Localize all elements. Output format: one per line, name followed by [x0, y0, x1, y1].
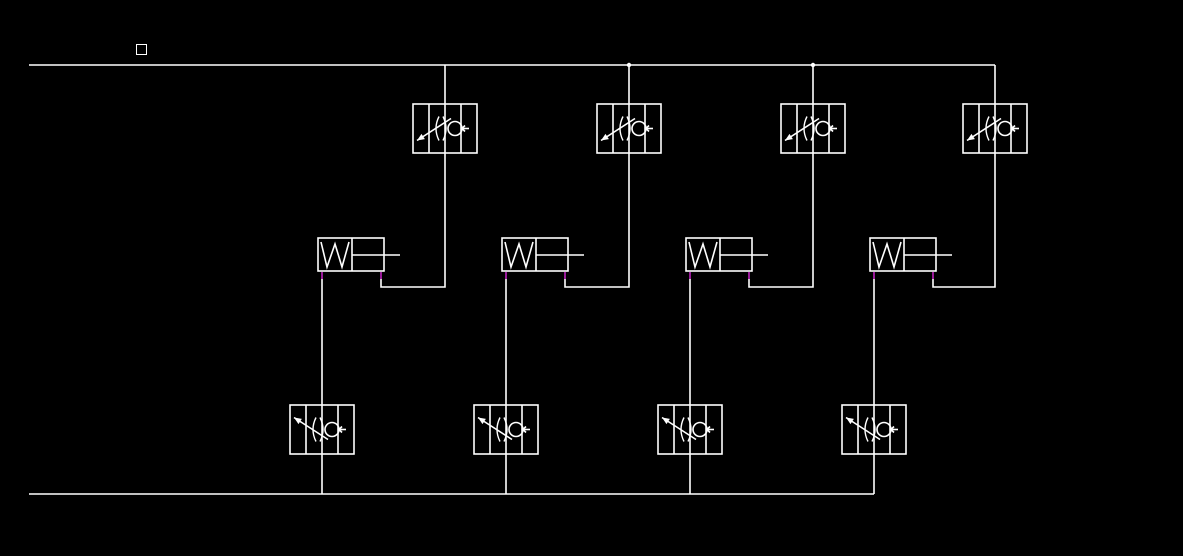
- one-way-flow-control-valve-icon[interactable]: [473, 404, 539, 455]
- rod-side-line: [932, 153, 996, 288]
- spring-return-cylinder-icon[interactable]: [501, 237, 584, 279]
- throttle-arc: [442, 116, 447, 141]
- one-way-flow-control-valve-icon[interactable]: [412, 103, 478, 154]
- adjust-arrow-head: [478, 417, 486, 425]
- spring-return-cylinder-icon[interactable]: [685, 237, 768, 279]
- adjust-arrow-head: [417, 133, 425, 141]
- spring-icon: [688, 241, 718, 270]
- throttle-arc: [319, 417, 324, 442]
- actuator-units: [289, 65, 1028, 494]
- throttle-arc: [810, 116, 815, 141]
- adjust-arrow-head: [601, 133, 609, 141]
- adjust-arrow-head: [662, 417, 670, 425]
- spring-icon: [504, 241, 534, 270]
- adjust-arrow-head: [294, 417, 302, 425]
- throttle-arc: [992, 116, 997, 141]
- actuator-unit-3: [657, 65, 846, 494]
- spring-icon: [872, 241, 902, 270]
- throttle-arc: [871, 417, 876, 442]
- spring-return-cylinder-icon[interactable]: [317, 237, 400, 279]
- adjust-arrow-head: [785, 133, 793, 141]
- throttle-arc: [626, 116, 631, 141]
- one-way-flow-control-valve-icon[interactable]: [962, 103, 1028, 154]
- rod-side-line: [748, 153, 814, 288]
- adjust-arrow-head: [967, 133, 975, 141]
- actuator-unit-1: [289, 65, 478, 494]
- spring-return-cylinder-icon[interactable]: [869, 237, 952, 279]
- actuator-unit-4: [841, 65, 1028, 494]
- adjust-arrow-head: [846, 417, 854, 425]
- throttle-arc: [687, 417, 692, 442]
- one-way-flow-control-valve-icon[interactable]: [780, 103, 846, 154]
- actuator-unit-2: [473, 65, 662, 494]
- rod-side-line: [380, 153, 446, 288]
- spring-icon: [320, 241, 350, 270]
- selection-marker[interactable]: [136, 44, 147, 55]
- one-way-flow-control-valve-icon[interactable]: [596, 103, 662, 154]
- rod-side-line: [564, 153, 630, 288]
- throttle-arc: [503, 417, 508, 442]
